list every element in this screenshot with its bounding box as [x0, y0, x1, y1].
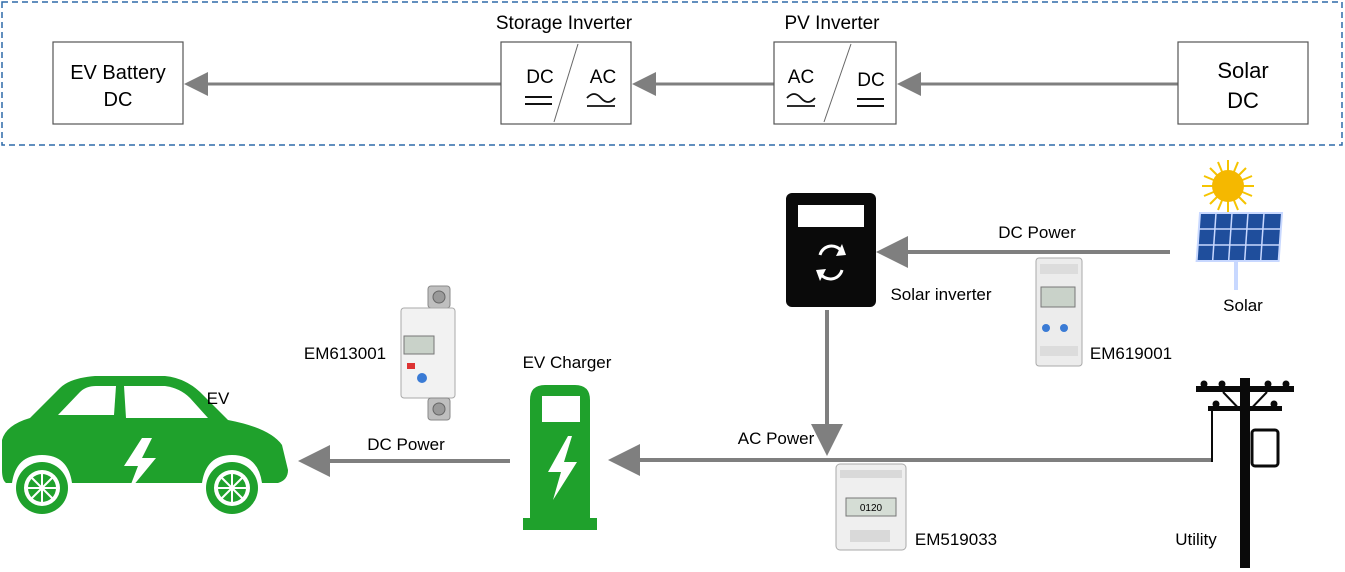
- meter-em619001-label: EM619001: [1090, 344, 1172, 363]
- solar-dc-box: Solar DC: [1177, 41, 1309, 125]
- storage-inverter-ac: AC: [590, 67, 616, 88]
- solar-label: Solar: [1223, 296, 1263, 315]
- ev-battery-line2: DC: [104, 89, 133, 111]
- meter-em519033-label: EM519033: [915, 530, 997, 549]
- ac-symbol-icon: [586, 93, 616, 107]
- storage-inverter-box: DC AC: [500, 41, 632, 125]
- top-flow-frame: [1, 1, 1343, 146]
- pv-inverter-dc: DC: [857, 70, 884, 91]
- em519033-meter-icon: 0120: [835, 463, 907, 551]
- em619001-meter-icon: [1035, 257, 1083, 367]
- storage-inverter-dc: DC: [526, 67, 553, 88]
- ev-car-icon: [2, 376, 288, 514]
- ev-battery-box: EV Battery DC: [52, 41, 184, 125]
- meter-display-digits: 0120: [860, 503, 883, 514]
- dc-symbol-icon: [857, 98, 884, 107]
- solar-dc-power-label: DC Power: [998, 223, 1076, 242]
- utility-label: Utility: [1175, 530, 1217, 549]
- ev-charger-icon: [523, 385, 597, 530]
- ev-label: EV: [207, 389, 230, 408]
- utility-pole-icon: [1196, 378, 1294, 568]
- sun-icon: [1202, 160, 1254, 212]
- ac-symbol-icon: [786, 93, 816, 107]
- ev-dc-power-label: DC Power: [367, 435, 445, 454]
- ac-power-label: AC Power: [738, 429, 815, 448]
- ev-battery-line1: EV Battery: [70, 62, 166, 84]
- storage-inverter-title: Storage Inverter: [496, 13, 633, 34]
- ev-charger-label: EV Charger: [523, 353, 612, 372]
- pv-inverter-title: PV Inverter: [784, 13, 880, 34]
- solar-dc-line1: Solar: [1217, 58, 1268, 83]
- solar-panel-icon: [1195, 160, 1284, 290]
- pv-inverter-ac: AC: [788, 67, 814, 88]
- pv-inverter-box: AC DC: [773, 41, 897, 125]
- meter-em613001-label: EM613001: [304, 344, 386, 363]
- dc-symbol-icon: [525, 96, 552, 105]
- em613001-meter-icon: [400, 285, 456, 421]
- solar-inverter-label: Solar inverter: [890, 285, 991, 304]
- solar-inverter-icon: [786, 193, 876, 307]
- solar-dc-line2: DC: [1227, 88, 1259, 113]
